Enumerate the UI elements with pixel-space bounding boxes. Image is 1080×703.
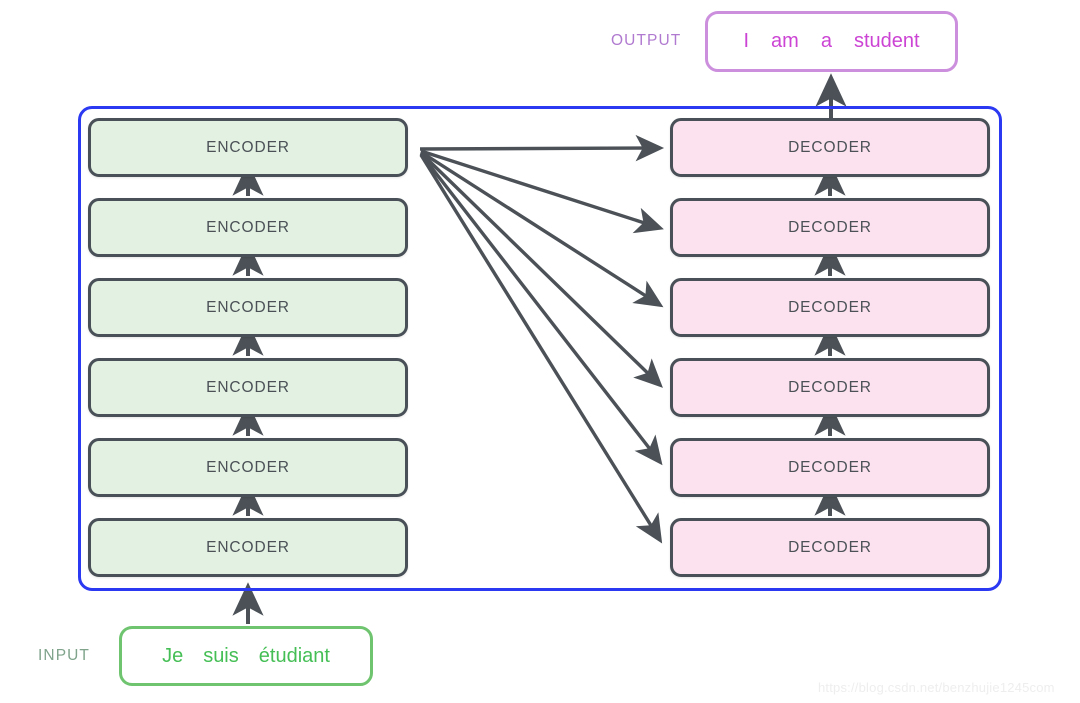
input-token: Je — [162, 644, 184, 667]
output-caption: OUTPUT — [611, 32, 682, 49]
input-box[interactable]: Je suis étudiant — [119, 626, 373, 686]
encoder-label: ENCODER — [206, 138, 290, 156]
output-token: I — [743, 30, 750, 52]
decoder-label: DECODER — [788, 298, 872, 316]
decoder-label: DECODER — [788, 458, 872, 476]
encoder-stack: ENCODER ENCODER ENCODER ENCODER ENCODER … — [88, 118, 408, 577]
output-tokens: I am a student — [743, 30, 919, 53]
decoder-stack: DECODER DECODER DECODER DECODER DECODER … — [670, 118, 990, 577]
encoder-label: ENCODER — [206, 218, 290, 236]
encoder-block-5[interactable]: ENCODER — [88, 198, 408, 257]
decoder-label: DECODER — [788, 138, 872, 156]
input-tokens: Je suis étudiant — [162, 645, 330, 668]
output-token: am — [771, 30, 799, 52]
decoder-block-3[interactable]: DECODER — [670, 358, 990, 417]
encoder-block-2[interactable]: ENCODER — [88, 438, 408, 497]
decoder-block-6[interactable]: DECODER — [670, 118, 990, 177]
decoder-label: DECODER — [788, 218, 872, 236]
encoder-block-3[interactable]: ENCODER — [88, 358, 408, 417]
decoder-block-5[interactable]: DECODER — [670, 198, 990, 257]
decoder-block-2[interactable]: DECODER — [670, 438, 990, 497]
decoder-label: DECODER — [788, 378, 872, 396]
decoder-block-1[interactable]: DECODER — [670, 518, 990, 577]
input-token: suis — [203, 644, 239, 667]
watermark: https://blog.csdn.net/benzhujie1245com — [818, 680, 1055, 695]
encoder-label: ENCODER — [206, 298, 290, 316]
input-token: étudiant — [258, 644, 330, 667]
encoder-label: ENCODER — [206, 458, 290, 476]
input-caption: INPUT — [38, 647, 90, 664]
model-container — [78, 106, 1002, 591]
encoder-label: ENCODER — [206, 538, 290, 556]
encoder-block-4[interactable]: ENCODER — [88, 278, 408, 337]
output-token: a — [820, 30, 832, 52]
encoder-block-6[interactable]: ENCODER — [88, 118, 408, 177]
encoder-block-1[interactable]: ENCODER — [88, 518, 408, 577]
decoder-block-4[interactable]: DECODER — [670, 278, 990, 337]
output-token: student — [853, 30, 920, 52]
output-box[interactable]: I am a student — [705, 11, 958, 72]
encoder-label: ENCODER — [206, 378, 290, 396]
decoder-label: DECODER — [788, 538, 872, 556]
